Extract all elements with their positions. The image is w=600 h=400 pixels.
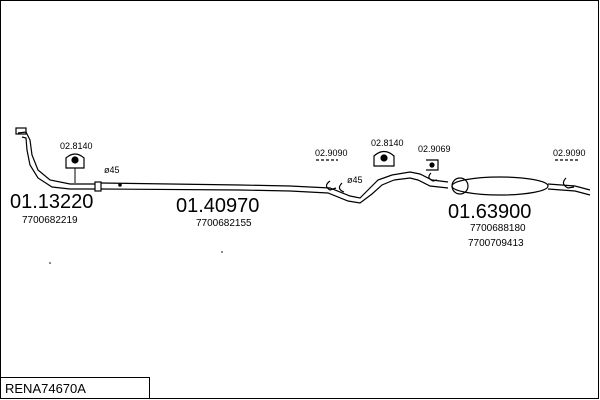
rubber-hanger-icon <box>65 153 85 183</box>
clamp-icon <box>316 159 338 191</box>
oem-number: 7700682219 <box>22 215 78 226</box>
part-number-2: 01.40970 <box>176 195 259 217</box>
part-number-1: 01.13220 <box>10 191 93 213</box>
clamp-icon <box>338 182 345 193</box>
clamp-icon <box>555 159 580 189</box>
front-pipe <box>15 127 102 192</box>
oem-number: 7700709413 <box>468 238 524 249</box>
fitting-label: 02.8140 <box>60 141 93 151</box>
intermediate-pipe <box>100 174 395 204</box>
kit-code: RENA74670A <box>5 381 86 396</box>
fitting-label: 02.9090 <box>553 148 586 158</box>
kit-code-box: RENA74670A <box>0 377 150 399</box>
part-number-3: 01.63900 <box>448 201 531 223</box>
oem-number: 7700688180 <box>470 223 526 234</box>
diameter-label: ø45 <box>104 165 120 175</box>
fitting-label: 02.8140 <box>371 138 404 148</box>
rear-section <box>391 171 591 196</box>
rubber-hanger-icon <box>373 150 395 167</box>
oem-number: 7700682155 <box>196 218 252 229</box>
dot-marker <box>49 262 51 264</box>
fitting-icons <box>65 150 580 193</box>
fitting-label: 02.9090 <box>315 148 348 158</box>
diameter-label: ø45 <box>347 175 363 185</box>
dot-marker <box>221 251 223 253</box>
fitting-label: 02.9069 <box>418 144 451 154</box>
bracket-icon <box>426 159 439 182</box>
